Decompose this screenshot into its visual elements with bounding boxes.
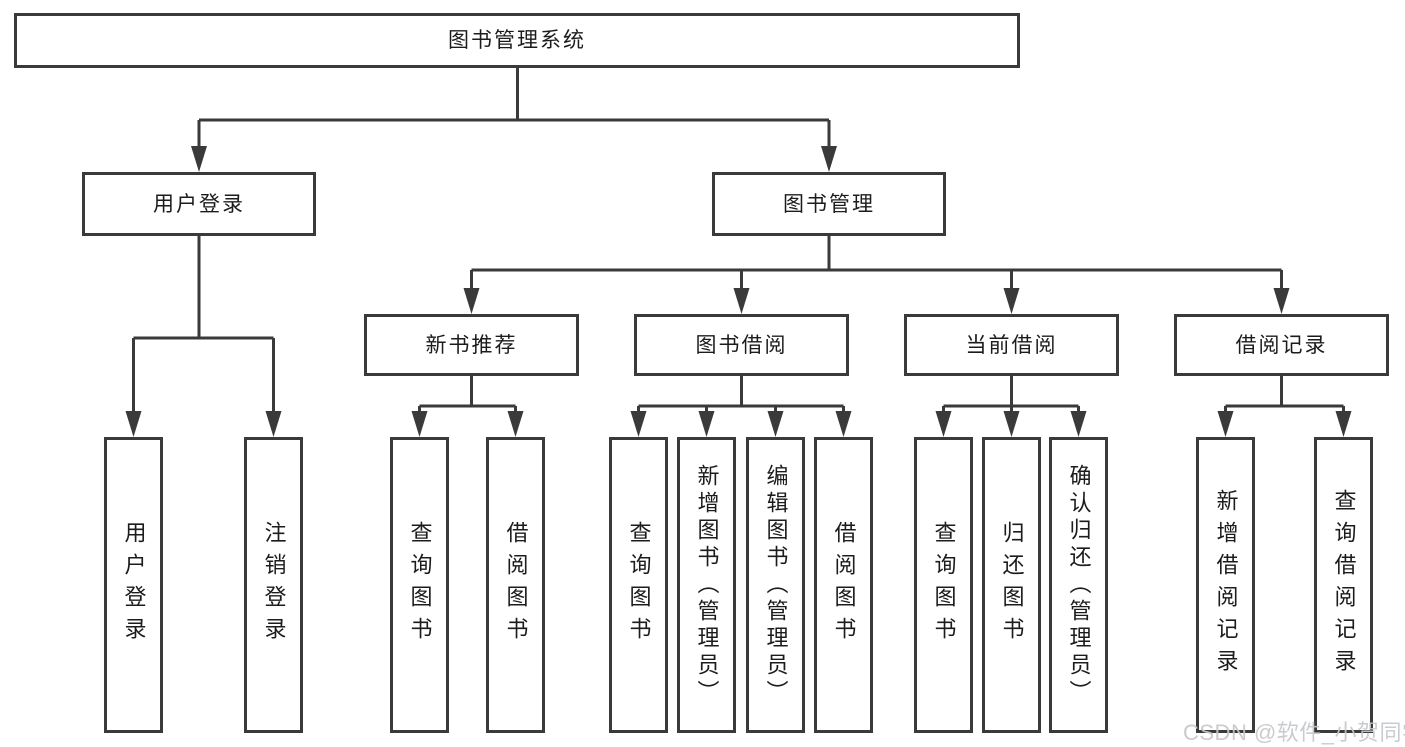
csdn-watermark: CSDN @软件_小贺同学: [1183, 720, 1405, 745]
node-add-books-admin: 新增图书（管理员）: [677, 437, 736, 733]
node-borrow-books-recommend: 借阅图书: [486, 437, 545, 733]
node-book-borrow: 图书借阅: [634, 314, 849, 376]
node-query-books-borrow: 查询图书: [609, 437, 668, 733]
node-user-login: 用户登录: [104, 437, 163, 733]
node-new-book-recommend: 新书推荐: [364, 314, 579, 376]
node-borrow-records: 借阅记录: [1174, 314, 1389, 376]
node-return-books: 归还图书: [982, 437, 1041, 733]
node-add-borrow-record: 新增借阅记录: [1196, 437, 1255, 733]
node-edit-books-admin: 编辑图书（管理员）: [746, 437, 805, 733]
node-query-borrow-record: 查询借阅记录: [1314, 437, 1373, 733]
node-library-management-system: 图书管理系统: [14, 13, 1020, 68]
node-query-books-current: 查询图书: [914, 437, 973, 733]
node-user-login-branch: 用户登录: [82, 172, 316, 236]
arrowheads: [125, 146, 1352, 437]
node-query-books-recommend: 查询图书: [390, 437, 449, 733]
node-current-borrow: 当前借阅: [904, 314, 1119, 376]
node-book-management-branch: 图书管理: [712, 172, 946, 236]
node-logout: 注销登录: [244, 437, 303, 733]
node-confirm-return-admin: 确认归还（管理员）: [1049, 437, 1108, 733]
node-borrow-books: 借阅图书: [814, 437, 873, 733]
